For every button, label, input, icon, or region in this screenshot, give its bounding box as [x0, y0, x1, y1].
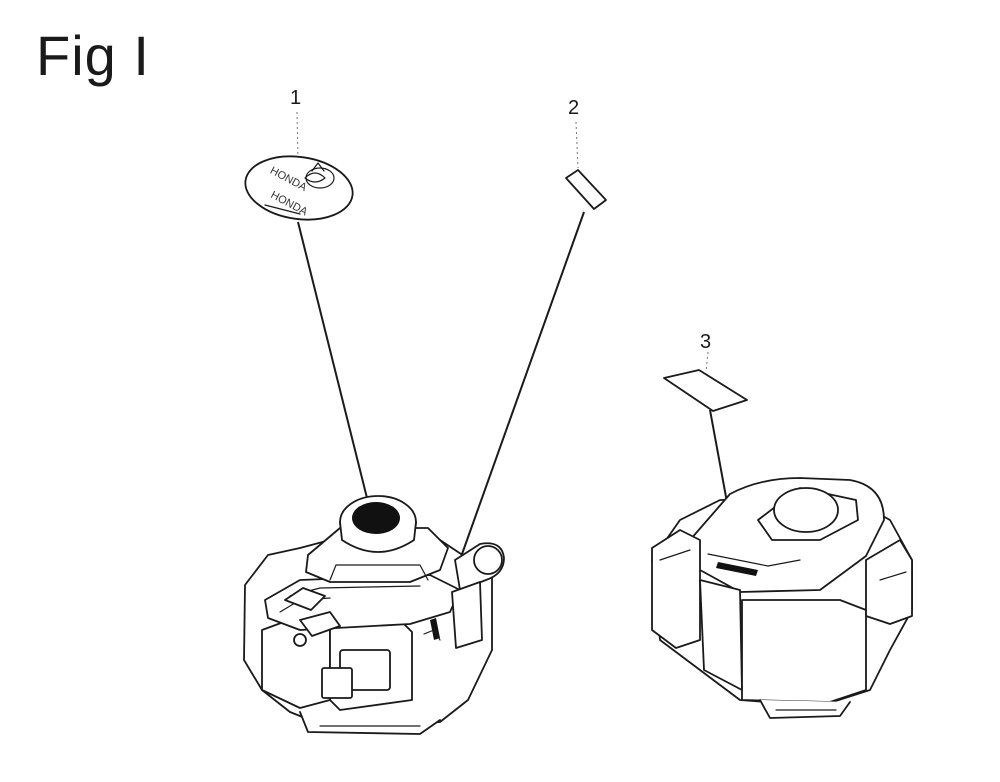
callout-1: 1 [290, 87, 301, 161]
engine-right [651, 477, 913, 719]
emblem-decal: HONDA HONDA [244, 155, 354, 221]
callout-3-number: 3 [700, 331, 711, 353]
callout-3: 3 [700, 331, 711, 373]
callout-1-number: 1 [290, 87, 301, 109]
decal-3 [663, 369, 748, 412]
engine-left [243, 495, 505, 735]
callout-2: 2 [568, 97, 579, 169]
decal-2 [565, 169, 607, 210]
leader-line-1 [297, 221, 371, 511]
figure-title: Fig I [36, 24, 150, 87]
callout-2-number: 2 [568, 97, 579, 119]
